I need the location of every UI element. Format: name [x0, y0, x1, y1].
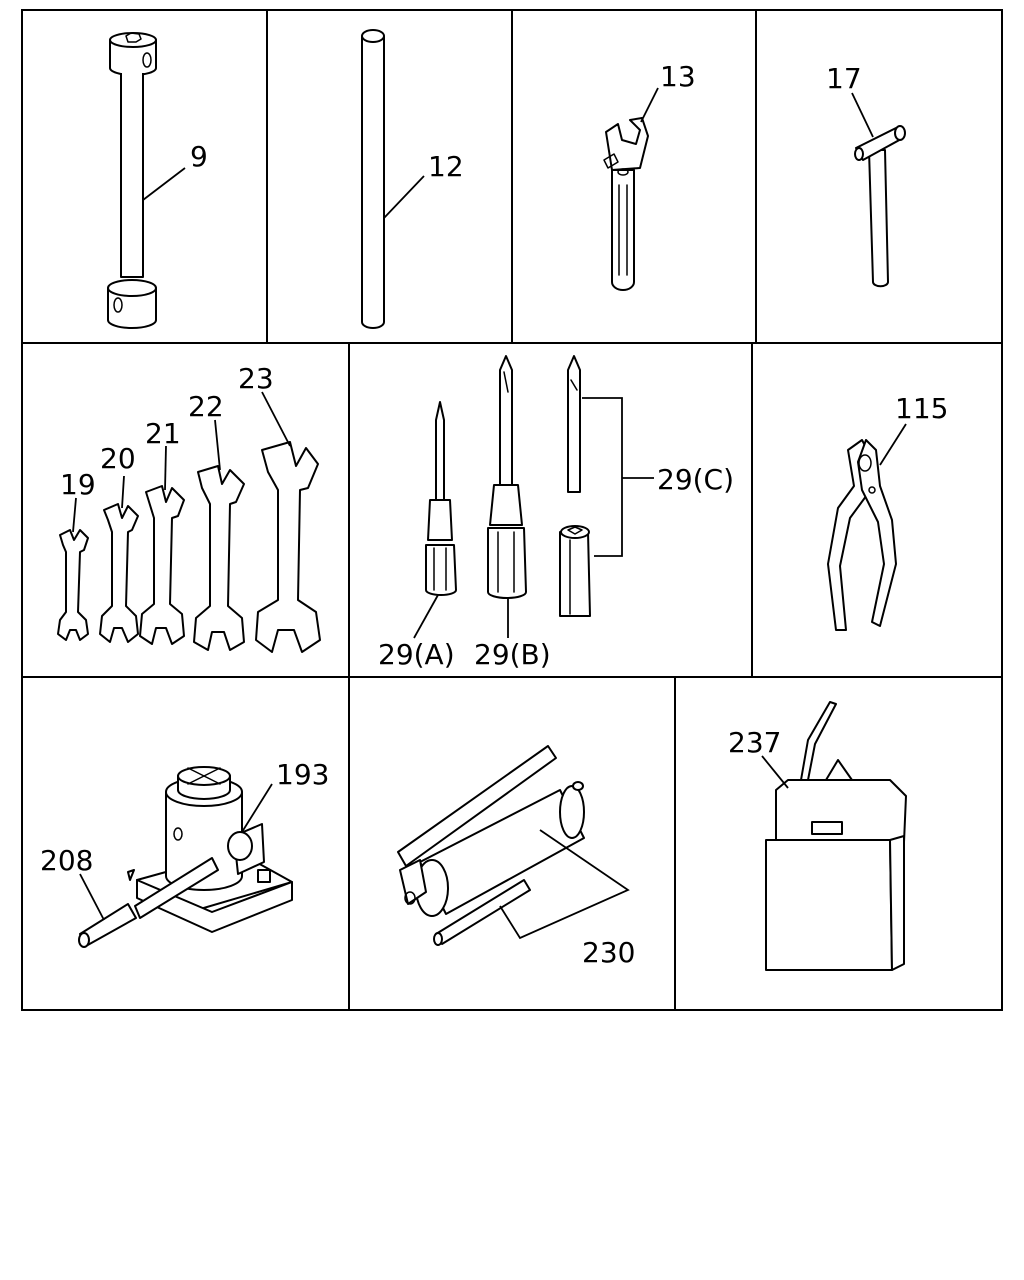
part-label-23: 23: [238, 362, 274, 395]
part-label-29c: 29(C): [657, 463, 734, 496]
leader-29a: [413, 594, 439, 639]
leader-115: [879, 423, 907, 466]
spanner-set-illustration: [57, 441, 321, 653]
part-label-230: 230: [582, 936, 635, 969]
bracket-29c: [582, 397, 623, 557]
part-label-208: 208: [40, 844, 93, 877]
leader-22: [214, 419, 221, 471]
leader-237: [761, 755, 789, 789]
part-label-29a: 29(A): [378, 638, 455, 671]
screwdriver-a-illustration: [425, 401, 457, 596]
bar-illustration: [361, 29, 385, 329]
part-label-29b: 29(B): [474, 638, 551, 671]
grid-frames: [21, 9, 1003, 1011]
box-wrench-illustration: [107, 32, 157, 329]
leader-23: [261, 391, 291, 447]
part-label-21: 21: [145, 417, 181, 450]
grease-hose-illustration: [433, 879, 531, 946]
hammer-illustration: [854, 125, 906, 288]
pliers-illustration: [827, 439, 897, 631]
part-label-237: 237: [728, 726, 781, 759]
leader-21: [164, 445, 167, 491]
part-label-115: 115: [895, 392, 948, 425]
grease-gun-illustration: [397, 745, 585, 917]
part-label-22: 22: [188, 390, 224, 423]
leader-19: [72, 497, 77, 533]
part-label-13: 13: [660, 60, 696, 93]
leader-208: [79, 873, 105, 921]
leader-193: [241, 783, 273, 833]
part-label-19: 19: [60, 468, 96, 501]
part-label-193: 193: [276, 758, 329, 791]
leader-230: [499, 829, 630, 940]
part-label-12: 12: [428, 150, 464, 183]
tool-bag-illustration: [765, 701, 907, 971]
leader-20: [121, 475, 125, 509]
leader-9: [142, 167, 186, 201]
part-label-9: 9: [190, 140, 208, 173]
leader-12: [383, 175, 425, 219]
leader-17: [851, 92, 874, 138]
part-label-17: 17: [826, 62, 862, 95]
adjustable-wrench-illustration: [603, 117, 649, 291]
jack-handle-illustration: [78, 857, 219, 948]
part-label-20: 20: [100, 442, 136, 475]
screwdriver-b-illustration: [487, 355, 527, 599]
screwdriver-c-illustration: [559, 355, 591, 617]
leader-13: [640, 87, 659, 123]
